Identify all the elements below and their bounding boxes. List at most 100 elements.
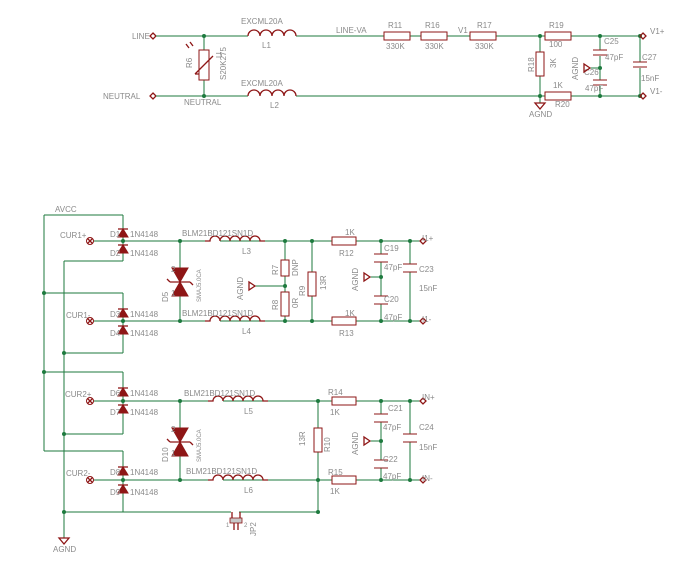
d10-pin2: 2	[171, 425, 176, 434]
c27-name: C27	[642, 53, 657, 62]
agnd-top-mid-label: AGND	[571, 57, 580, 80]
r14-value: 1K	[330, 408, 340, 417]
inductor-l5: BLM21BD121SN1D L5	[184, 389, 268, 416]
d4-value: 1N4148	[130, 329, 159, 338]
resistor-r17: R17 330K	[469, 21, 497, 51]
ch2-junctions	[178, 399, 412, 482]
r15-value: 1K	[330, 487, 340, 496]
l3-value: BLM21BD121SN1D	[182, 229, 253, 238]
cur1-plus-label: CUR1+	[60, 231, 87, 240]
line-net-label: LINE	[132, 32, 150, 41]
resistor-r9: R9 13R	[298, 271, 328, 297]
d3-name: D3	[110, 310, 121, 319]
d3-value: 1N4148	[130, 310, 159, 319]
d1-name: D1	[110, 230, 121, 239]
r6-mark: U	[215, 52, 224, 58]
r19-value: 100	[549, 40, 563, 49]
c20-name: C20	[384, 295, 399, 304]
agnd-symbol-ch1-a: AGND	[236, 277, 257, 300]
d8-value: 1N4148	[130, 468, 159, 477]
in-minus-label: IN-	[422, 474, 433, 483]
r17-name: R17	[477, 21, 492, 30]
l5-name: L5	[244, 407, 253, 416]
v1-minus-terminal: V1-	[639, 87, 663, 100]
agnd-symbol-bottom: AGND	[53, 537, 76, 554]
r20-name: R20	[555, 100, 570, 109]
cur1-plus-terminal: CUR1+	[60, 231, 94, 245]
agnd-ch1-a-label: AGND	[236, 277, 245, 300]
l3-name: L3	[242, 247, 251, 256]
c23-value: 15nF	[419, 284, 437, 293]
r7-name: R7	[271, 264, 280, 275]
d10-pin1: 1	[171, 449, 176, 458]
r11-value: 330K	[386, 42, 405, 51]
d10-value: SMAJ5.0CA	[197, 429, 203, 462]
channel-1-section: CUR1+ CUR1- D1 1N4148 D2 1N4148 D3 1N414…	[60, 228, 437, 338]
r10-name: R10	[323, 437, 332, 452]
tvs-diode-d10: 1 2 D10 SMAJ5.0CA	[161, 425, 203, 462]
in-minus-terminal: IN-	[419, 474, 433, 484]
i1-minus-terminal: I1-	[419, 315, 432, 325]
capacitor-c27: C27 15nF	[633, 53, 659, 83]
resistor-r8: R8 0R	[271, 291, 300, 317]
r12-name: R12	[339, 249, 354, 258]
inductor-l1: EXCML20A L1	[241, 17, 297, 50]
resistor-r7: R7 DNP	[271, 259, 300, 277]
l2-name: L2	[270, 101, 279, 110]
d2-value: 1N4148	[130, 249, 159, 258]
capacitor-c19: C19 47pF	[374, 244, 402, 272]
inductor-l2: EXCML20A L2	[241, 79, 297, 110]
cur2-minus-label: CUR2-	[66, 469, 91, 478]
r7-value: DNP	[291, 259, 300, 276]
resistor-r11: R11 330K	[383, 21, 411, 51]
r19-name: R19	[549, 21, 564, 30]
neutral-net-tag: NEUTRAL	[184, 98, 222, 107]
d9-name: D9	[110, 488, 121, 497]
d5-pin1: 1	[171, 289, 176, 298]
channel-2-section: CUR2+ CUR2- D6 1N4148 D7 1N4148 D8 1N414…	[65, 387, 437, 497]
inductor-l4: BLM21BD121SN1D L4	[182, 309, 265, 336]
l6-value: BLM21BD121SN1D	[186, 467, 257, 476]
avcc-label: AVCC	[55, 205, 77, 214]
r9-value: 13R	[319, 275, 328, 290]
agnd-bottom-label: AGND	[53, 545, 76, 554]
c24-value: 15nF	[419, 443, 437, 452]
agnd-ch1-b-label: AGND	[351, 268, 360, 291]
agnd-symbol-top-mid: AGND	[571, 57, 592, 80]
tvs-diode-d5: 1 2 D5 SMAJ5.0CA	[161, 265, 203, 302]
diode-d2: D2 1N4148	[110, 244, 159, 258]
cur1-minus-label: CUR1-	[66, 311, 91, 320]
v1-net-label: V1	[458, 26, 468, 35]
d6-name: D6	[110, 389, 121, 398]
c22-name: C22	[383, 455, 398, 464]
agnd-symbol-ch2: AGND	[351, 432, 372, 455]
capacitor-c24: C24 15nF	[403, 423, 437, 452]
r16-value: 330K	[425, 42, 444, 51]
capacitor-c23: C23 15nF	[403, 263, 437, 293]
line-input-terminal: LINE	[132, 32, 160, 41]
r16-name: R16	[425, 21, 440, 30]
r8-name: R8	[271, 299, 280, 310]
l4-value: BLM21BD121SN1D	[182, 309, 253, 318]
jp2-pin1: 1	[226, 523, 230, 529]
c19-name: C19	[384, 244, 399, 253]
d10-name: D10	[161, 447, 170, 462]
agnd-ch2-label: AGND	[351, 432, 360, 455]
d5-name: D5	[161, 291, 170, 302]
diode-d1: D1 1N4148	[110, 228, 159, 239]
r14-name: R14	[328, 388, 343, 397]
r18-name: R18	[527, 57, 536, 72]
neutral-net-label: NEUTRAL	[103, 92, 141, 101]
c26-name: C26	[584, 68, 599, 77]
resistor-r20: 1K R20	[544, 81, 572, 109]
cur2-plus-label: CUR2+	[65, 390, 92, 399]
r6-name: R6	[185, 57, 194, 68]
c25-name: C25	[604, 37, 619, 46]
c25-value: 47pF	[605, 53, 623, 62]
c26-value: 47pF	[585, 84, 603, 93]
inductor-l3: BLM21BD121SN1D L3	[182, 229, 265, 256]
l2-value: EXCML20A	[241, 79, 283, 88]
d7-name: D7	[110, 408, 121, 417]
resistor-r19: R19 100	[544, 21, 572, 49]
